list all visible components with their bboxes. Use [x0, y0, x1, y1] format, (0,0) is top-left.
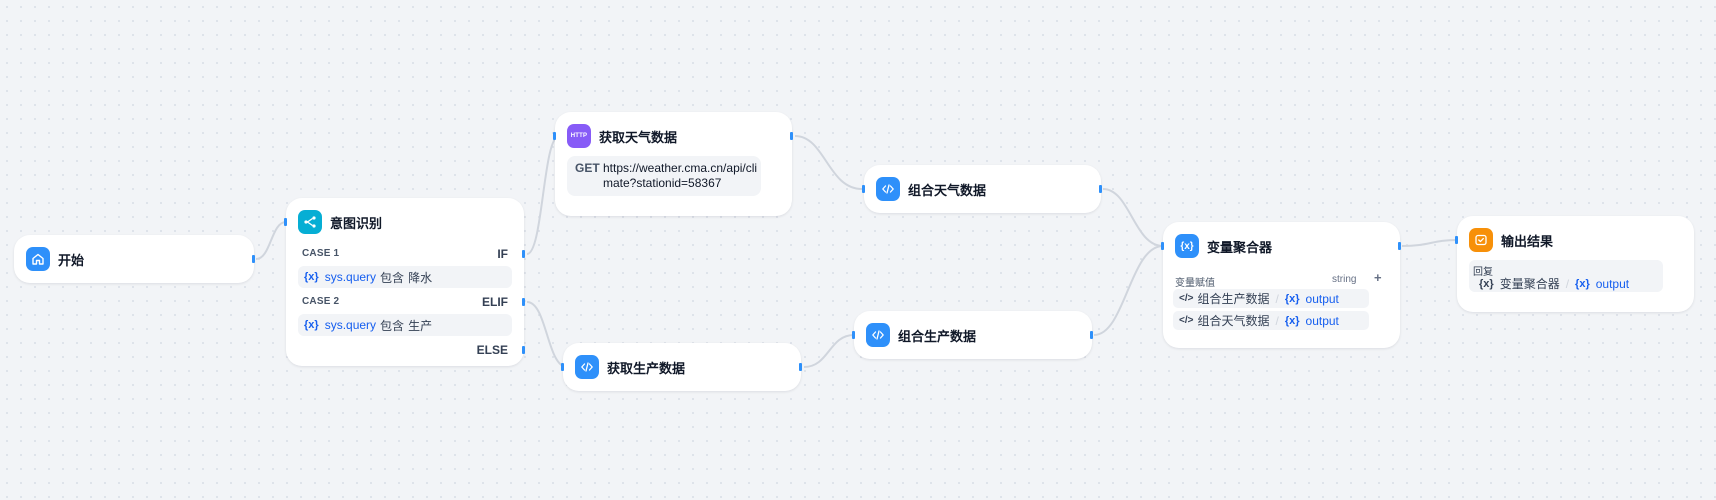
start-node-out-handle[interactable] [252, 255, 255, 263]
variable-icon: {x} [1284, 292, 1300, 305]
production-combine-out-handle[interactable] [1090, 331, 1093, 339]
production-fetch-node-title: 获取生产数据 [607, 360, 686, 376]
case-2-condition[interactable]: {x} sys.query 包含 生产 [298, 314, 512, 336]
edge-weather-http-combine [794, 135, 863, 190]
intent-node-in-handle[interactable] [284, 218, 287, 226]
case-2-operator: 包含 [380, 318, 405, 333]
weather-http-node-title: 获取天气数据 [599, 129, 678, 145]
start-node[interactable]: 开始 [14, 235, 255, 283]
start-node-title: 开始 [58, 252, 85, 268]
aggregator-item[interactable]: </> 组合生产数据 / {x} output [1173, 289, 1369, 308]
weather-combine-node-title: 组合天气数据 [908, 182, 987, 198]
case-2-variable: sys.query [324, 318, 377, 332]
divider: / [1275, 291, 1279, 306]
http-request-box[interactable]: GET https://weather.cma.cn/api/climate?s… [567, 156, 761, 196]
case-2-out-handle[interactable] [522, 298, 525, 306]
aggregator-out-handle[interactable] [1398, 242, 1401, 250]
edge-production-fetch-combine [803, 334, 855, 368]
intent-node[interactable]: 意图识别 CASE 1 IF {x} sys.query 包含 降水 CASE … [284, 198, 525, 366]
variable-icon: {x} [304, 271, 319, 283]
weather-combine-node[interactable]: 组合天气数据 [862, 165, 1102, 213]
case-1-label: CASE 1 [302, 248, 340, 259]
production-fetch-node-header: 获取生产数据 [575, 355, 685, 379]
edge-intent-weather-http [526, 135, 560, 255]
aggregator-node-title: 变量聚合器 [1207, 239, 1273, 255]
home-icon [26, 247, 50, 271]
edge-intent-production-fetch [526, 301, 568, 368]
aggregator-item-var: output [1305, 313, 1339, 328]
code-icon [575, 355, 599, 379]
intent-node-title: 意图识别 [330, 215, 383, 231]
production-combine-node-title: 组合生产数据 [898, 328, 977, 344]
reply-variable: {x} 变量聚合器 / {x} output [1479, 275, 1629, 292]
case-1-condition[interactable]: {x} sys.query 包含 降水 [298, 266, 512, 288]
output-node-title: 输出结果 [1501, 233, 1554, 249]
intent-node-header: 意图识别 [298, 210, 382, 234]
divider: / [1275, 313, 1279, 328]
http-icon: HTTP [567, 124, 591, 148]
case-1-value: 降水 [408, 270, 433, 285]
case-1-tag: IF [497, 247, 508, 261]
edge-aggregator-output [1401, 239, 1458, 247]
http-method: GET [575, 161, 600, 175]
divider: / [1565, 276, 1570, 291]
production-combine-node-header: 组合生产数据 [866, 323, 976, 347]
aggregator-item-node: 组合生产数据 [1197, 292, 1270, 306]
branch-icon [298, 210, 322, 234]
code-icon [866, 323, 890, 347]
case-2-tag: ELIF [482, 295, 508, 309]
output-node-header: 输出结果 [1469, 228, 1553, 252]
reply-label: 回复 [1473, 267, 1493, 278]
production-fetch-node[interactable]: 获取生产数据 [561, 343, 802, 391]
case-1-out-handle[interactable] [522, 250, 525, 258]
aggregator-section-label: 变量赋值 [1175, 278, 1215, 289]
weather-http-node[interactable]: HTTP 获取天气数据 GET https://weather.cma.cn/a… [553, 112, 793, 216]
start-node-header: 开始 [26, 247, 84, 271]
aggregator-node[interactable]: {x} 变量聚合器 变量赋值 string + </> 组合生产数据 / {x}… [1161, 222, 1401, 348]
case-1-operator: 包含 [380, 270, 405, 285]
weather-combine-out-handle[interactable] [1099, 185, 1102, 193]
aggregator-node-header: {x} 变量聚合器 [1175, 234, 1272, 258]
answer-icon [1469, 228, 1493, 252]
case-1-variable: sys.query [324, 270, 377, 284]
production-fetch-out-handle[interactable] [799, 363, 802, 371]
variable-icon: {x} [1575, 277, 1590, 290]
variable-icon: {x} [1479, 277, 1494, 290]
case-2-label: CASE 2 [302, 296, 340, 307]
http-url: https://weather.cma.cn/api/climate?stati… [603, 161, 758, 190]
else-tag: ELSE [476, 343, 508, 357]
edge-start-intent [255, 221, 287, 260]
add-variable-button[interactable]: + [1374, 270, 1382, 285]
output-in-handle[interactable] [1455, 236, 1458, 244]
else-out-handle[interactable] [522, 346, 525, 354]
code-icon: </> [1179, 293, 1194, 304]
weather-http-node-header: HTTP 获取天气数据 [567, 124, 677, 148]
aggregator-item-var: output [1305, 291, 1339, 306]
output-node[interactable]: 输出结果 回复 {x} 变量聚合器 / {x} output [1455, 216, 1694, 312]
weather-combine-in-handle[interactable] [862, 185, 865, 193]
aggregator-item[interactable]: </> 组合天气数据 / {x} output [1173, 311, 1369, 330]
code-icon [876, 177, 900, 201]
production-combine-node[interactable]: 组合生产数据 [852, 311, 1093, 359]
variable-icon: {x} [304, 319, 319, 331]
reply-var: output [1595, 276, 1630, 291]
reply-box[interactable]: 回复 {x} 变量聚合器 / {x} output [1469, 260, 1663, 292]
weather-http-in-handle[interactable] [553, 132, 556, 140]
edge-weather-combine-aggregator [1102, 188, 1164, 247]
aggregator-item-node: 组合天气数据 [1197, 314, 1270, 328]
aggregator-type: string [1332, 274, 1357, 285]
aggregator-in-handle[interactable] [1161, 242, 1164, 250]
variable-icon: {x} [1175, 234, 1199, 258]
edge-production-combine-aggregator [1093, 245, 1164, 336]
reply-node: 变量聚合器 [1499, 277, 1560, 291]
code-icon: </> [1179, 315, 1194, 326]
weather-http-out-handle[interactable] [790, 132, 793, 140]
production-fetch-in-handle[interactable] [561, 363, 564, 371]
case-2-value: 生产 [408, 318, 433, 333]
production-combine-in-handle[interactable] [852, 331, 855, 339]
variable-icon: {x} [1284, 314, 1300, 327]
weather-combine-node-header: 组合天气数据 [876, 177, 986, 201]
